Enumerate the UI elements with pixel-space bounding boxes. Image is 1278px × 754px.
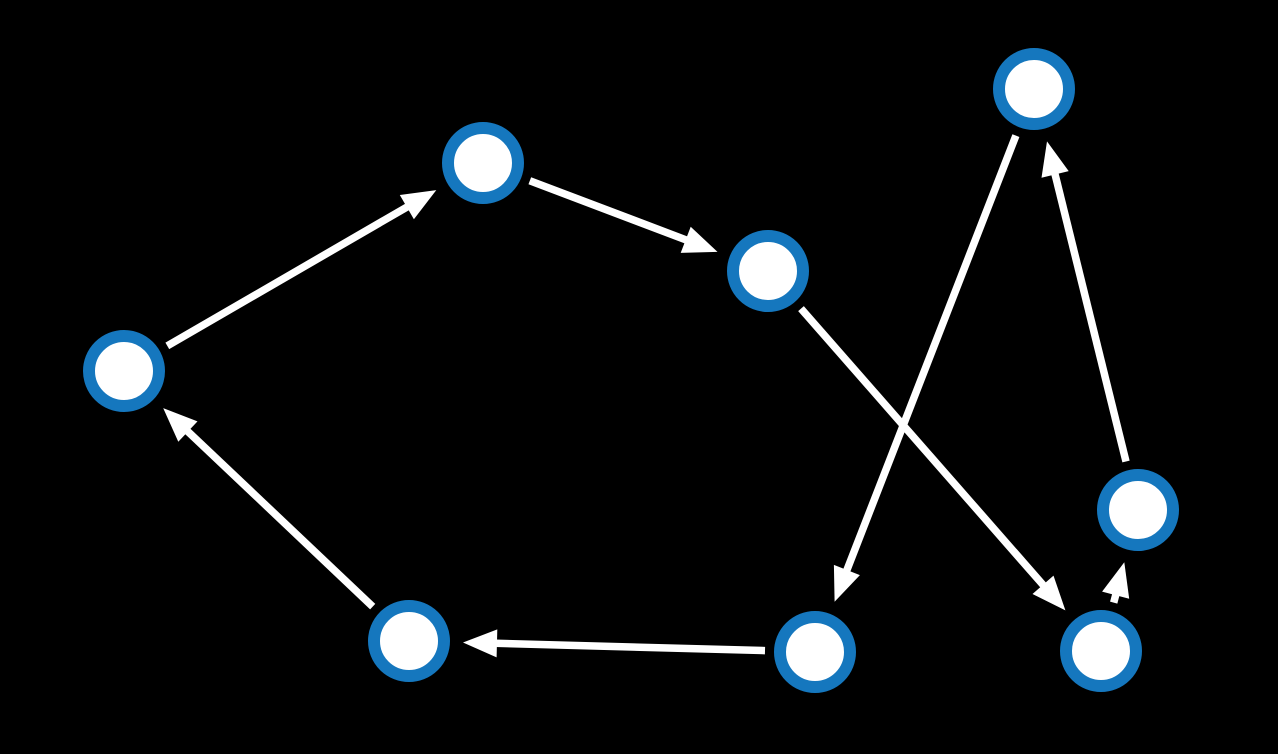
edge-line [494, 639, 766, 655]
edge-line [183, 427, 376, 610]
graph-node-bottom-left [368, 600, 450, 682]
arrowhead-icon [680, 226, 718, 253]
arrowhead-icon [1102, 562, 1130, 599]
graph-edge-node-top-right-to-node-bottom-middle [833, 134, 1020, 602]
arrowhead-icon [463, 629, 498, 658]
graph-edge-node-bottom-left-to-node-left [163, 408, 376, 610]
graph-node-top-right [993, 48, 1075, 130]
graph-edge-node-middle-to-node-bottom-right [798, 306, 1066, 611]
graph-node-middle [727, 230, 809, 312]
arrowhead-icon [1041, 141, 1069, 178]
graph-edge-node-top-left-to-node-middle [528, 177, 718, 253]
graph-node-left [83, 330, 165, 412]
edge-line [798, 306, 1048, 589]
edge-line [842, 134, 1020, 574]
arrowhead-icon [399, 190, 437, 220]
arrowhead-icon [833, 564, 860, 602]
edge-line [165, 202, 411, 350]
graph-edge-node-right-to-node-top-right [1041, 141, 1130, 463]
arrowhead-icon [1032, 575, 1066, 611]
graph-node-bottom-middle [774, 611, 856, 693]
graph-node-top-left [442, 122, 524, 204]
graph-node-right [1097, 469, 1179, 551]
graph-edge-node-bottom-right-to-node-right [1102, 562, 1130, 604]
graph-edge-node-left-to-node-top-left [165, 190, 437, 350]
arrowhead-icon [163, 408, 198, 442]
graph-edge-node-bottom-middle-to-node-bottom-left [463, 629, 766, 658]
edge-line [1050, 171, 1130, 463]
edge-line [528, 177, 689, 245]
graph-node-bottom-right [1060, 610, 1142, 692]
